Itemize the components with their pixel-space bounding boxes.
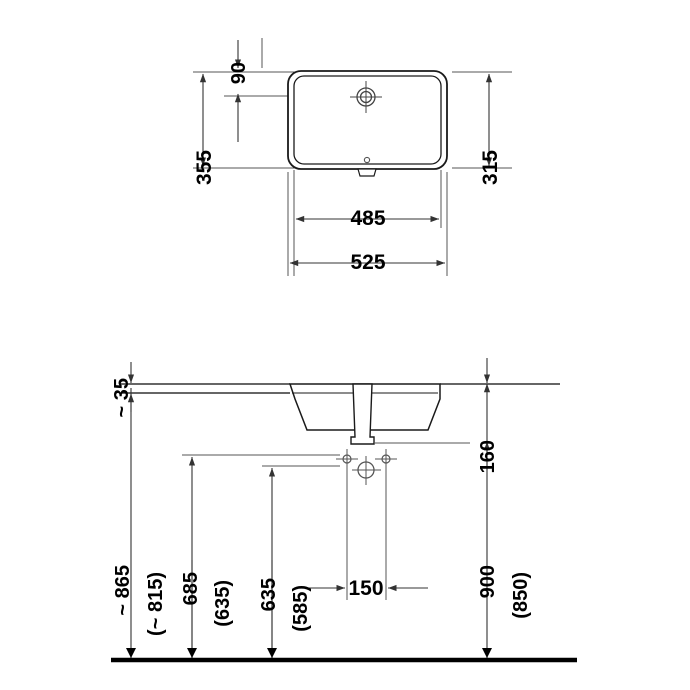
countertop-lines: [120, 383, 560, 394]
supply-connection-left-icon: [336, 449, 358, 470]
overflow-tab-icon: [357, 156, 377, 177]
dimension-label-635: 635: [258, 578, 280, 612]
drain-connection-icon: [352, 456, 381, 485]
dimension-label-850: (850): [510, 572, 532, 619]
section-extension-lines: [182, 454, 340, 467]
faucet-hole-icon: [350, 81, 382, 113]
dimension-label-160: 160: [477, 440, 499, 474]
supply-connection-right-icon: [375, 449, 397, 470]
dimension-label-315: 315: [479, 150, 502, 186]
drain-column: [350, 383, 375, 445]
dimension-label-865: ~ 865: [112, 565, 134, 616]
section-view: [111, 358, 577, 663]
dimension-label-685: 685: [180, 572, 202, 606]
dimension-label-35: ~ 35: [111, 378, 133, 418]
dimension-label-635-alt: (635): [212, 580, 234, 627]
dimension-label-90: 90: [228, 62, 250, 85]
dimension-label-815: (~ 815): [145, 572, 167, 636]
spacing-extension-lines: [346, 470, 387, 600]
dimension-label-900: 900: [477, 565, 499, 599]
dimension-label-585: (585): [290, 585, 312, 632]
top-view: [193, 38, 512, 276]
dimension-label-525: 525: [350, 251, 386, 274]
width-extension-lines: [287, 170, 448, 276]
dimension-label-485: 485: [350, 207, 386, 230]
dimension-label-355: 355: [193, 150, 216, 186]
dimension-label-150: 150: [348, 577, 384, 600]
basin-inner-bowl: [293, 75, 442, 165]
